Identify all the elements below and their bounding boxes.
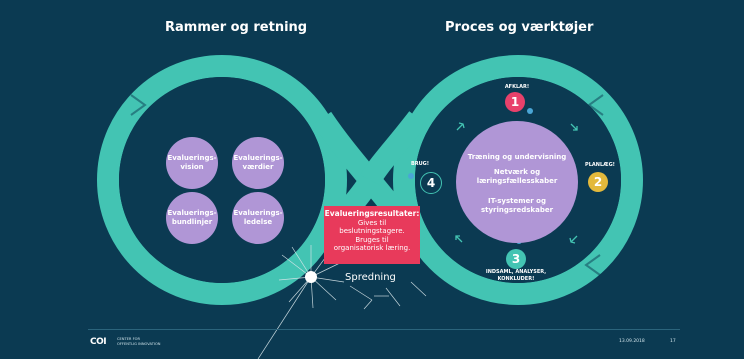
bubble-evalueringsbundlinjer: Evaluerings- bundlinjer — [166, 192, 218, 244]
cycle-arrow-icon — [456, 122, 465, 131]
logo-text-line1: CENTER FOR — [117, 337, 140, 341]
footer-divider — [88, 329, 680, 330]
crossing-band-3 — [360, 111, 427, 186]
loop-chevron-icon — [587, 94, 604, 116]
drop-icon — [527, 108, 533, 114]
left-loop-inner — [119, 77, 325, 283]
bubble-evalueringsledelse: Evaluerings- ledelse — [232, 192, 284, 244]
step-4-label: BRUG! — [410, 161, 430, 167]
logo-text-line2: OFFENTLIG INNOVATION — [117, 341, 161, 346]
dandelion-head — [305, 271, 317, 283]
footer-page-number: 17 — [670, 339, 676, 344]
cycle-arrow-icon — [570, 123, 578, 131]
step-2-badge: 2 — [588, 172, 608, 192]
step-1-label: AFKLAR! — [504, 84, 530, 90]
drop-icon — [408, 173, 414, 179]
footer-date: 13.09.2018 — [619, 339, 645, 344]
spread-label: Spredning — [345, 272, 396, 283]
tools-line-training: Træning og undervisning — [467, 153, 567, 161]
step-3-label: INDSAML, ANALYSER, KONKLUDER! — [485, 269, 547, 282]
left-loop-ring — [97, 55, 347, 305]
title-right: Proces og værktøjer — [445, 20, 594, 35]
result-body: Gives til beslutningstagere. Bruges til … — [333, 219, 411, 253]
evaluation-results-box: Evalueringsresultater: Gives til beslutn… — [324, 206, 420, 264]
loop-chevron-icon — [130, 94, 147, 116]
result-title: Evalueringsresultater: — [324, 209, 420, 218]
coi-logo-text: CENTER FOR OFFENTLIG INNOVATION — [117, 337, 161, 346]
right-loop-ring — [393, 55, 643, 305]
bubble-evalueringsvision: Evaluerings- vision — [166, 137, 218, 189]
tools-line-it: IT-systemer og styringsredskaber — [480, 197, 554, 214]
step-2-label: PLANLÆG! — [585, 162, 615, 168]
coi-logo: COI — [90, 337, 107, 347]
step-4-badge: 4 — [420, 172, 442, 194]
tools-circle: Træning og undervisning Netværk og lærin… — [456, 121, 578, 243]
cycle-arrow-icon — [455, 235, 463, 243]
loop-chevron-icon — [584, 254, 601, 276]
bubble-evalueringsvaerdier: Evaluerings- værdier — [232, 137, 284, 189]
tools-line-network: Netværk og læringsfællesskaber — [476, 168, 558, 185]
title-left: Rammer og retning — [165, 20, 308, 35]
step-1-badge: 1 — [505, 92, 525, 112]
step-3-badge: 3 — [506, 249, 526, 269]
cycle-arrow-icon — [569, 235, 578, 244]
cycle-arrows — [455, 122, 578, 244]
